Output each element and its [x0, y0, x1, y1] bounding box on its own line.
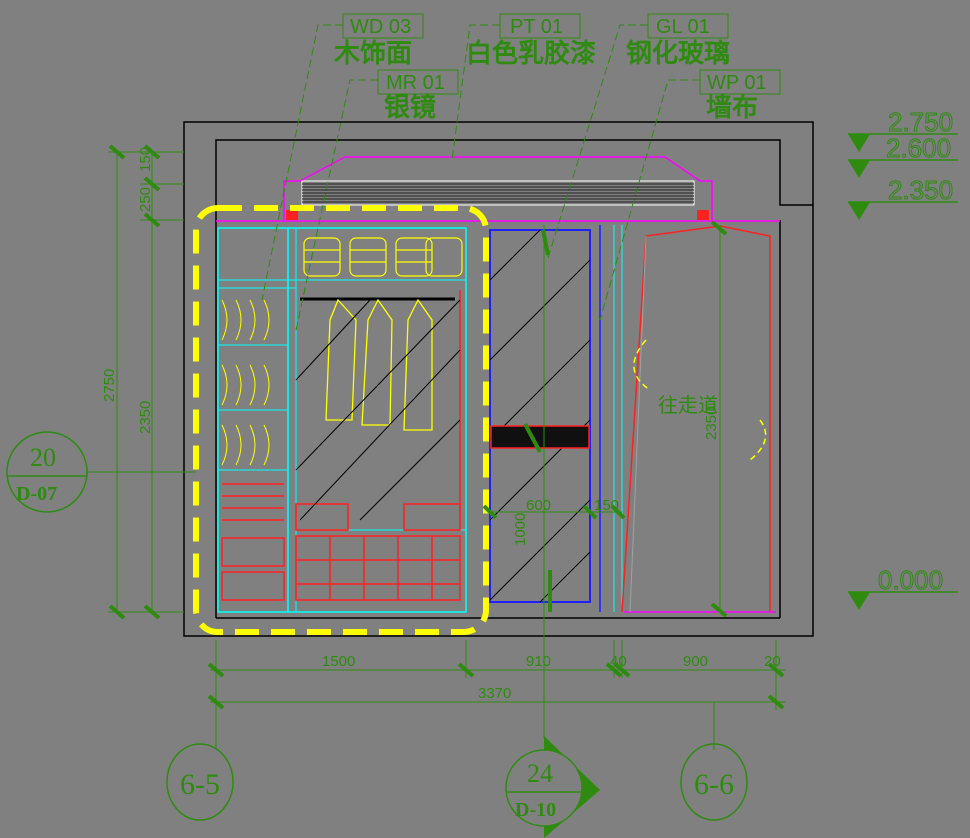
pt-tag: PT 01	[510, 16, 563, 38]
pt-label: 白色乳胶漆	[466, 38, 596, 69]
dim-2350-left: 2350	[137, 401, 154, 434]
dim-150-inner: 150	[594, 497, 619, 514]
wd-label: 木饰面	[333, 39, 412, 69]
dim-250: 250	[137, 187, 154, 212]
inner-dimensions: 600 150 1000 2350	[482, 220, 728, 738]
callout-left-ref: D-07	[16, 483, 57, 505]
wd-tag: WD 03	[350, 16, 411, 38]
dim-900: 900	[683, 653, 708, 670]
callout-bottom-ref: D-10	[515, 799, 556, 821]
dim-3370: 3370	[478, 685, 511, 702]
wp-tag: WP 01	[707, 72, 767, 94]
wp-label: 墙布	[706, 93, 758, 123]
wardrobe	[217, 227, 467, 613]
callout-left-number: 20	[30, 443, 56, 472]
highlight-frame	[193, 205, 489, 635]
dim-20: 20	[764, 653, 781, 670]
axis-6-6: 6-6	[694, 768, 734, 801]
dim-910: 910	[526, 653, 551, 670]
dim-40: 40	[610, 653, 627, 670]
material-labels: WD 03 木饰面 PT 01 白色乳胶漆 GL 01 钢化玻璃 MR 01 银…	[333, 13, 781, 123]
corridor-note: 往走道	[658, 393, 718, 417]
door	[621, 225, 776, 613]
dim-2750: 2750	[101, 369, 118, 402]
shelf-items	[221, 299, 270, 466]
callout-bottom-number: 24	[527, 759, 553, 788]
hanging-clothes	[325, 298, 433, 431]
callout-left: 20 D-07	[6, 431, 196, 513]
elevation-2600: 2.600	[886, 133, 951, 163]
shoe-rack	[295, 503, 461, 601]
ceiling-bulkhead	[216, 156, 780, 222]
left-dimensions: 150 250 2750 2350	[101, 144, 184, 620]
glass-handle-band	[490, 425, 590, 449]
bottom-dimensions: 1500 910 40 900 20 3370	[207, 640, 786, 750]
mirror-hatch	[295, 299, 461, 521]
elevation-2750: 2.750	[888, 107, 953, 137]
folded-clothes	[303, 237, 463, 277]
dim-600: 600	[526, 497, 551, 514]
leader-lines	[261, 24, 700, 331]
gl-label: 钢化玻璃	[626, 38, 730, 69]
elevation-2350: 2.350	[888, 175, 953, 205]
gl-tag: GL 01	[656, 16, 710, 38]
elevation-markers: 2.750 2.600 2.350 0.000	[848, 107, 958, 610]
mr-label: 银镜	[384, 92, 436, 123]
axis-bubbles: 6-5 6-6	[166, 743, 748, 821]
axis-6-5: 6-5	[180, 768, 220, 801]
glass-panel	[489, 225, 623, 612]
ceiling-light-right	[697, 210, 709, 220]
drawers	[221, 483, 285, 601]
mr-tag: MR 01	[386, 72, 445, 94]
dim-1000: 1000	[512, 513, 529, 546]
elevation-0000: 0.000	[878, 565, 943, 595]
dim-1500: 1500	[322, 653, 355, 670]
ceiling-light-left	[286, 210, 298, 220]
room-outline	[183, 121, 814, 637]
callout-bottom: 24 D-10	[505, 736, 600, 838]
dim-2350-inner: 2350	[703, 407, 720, 440]
dim-150: 150	[137, 147, 154, 172]
